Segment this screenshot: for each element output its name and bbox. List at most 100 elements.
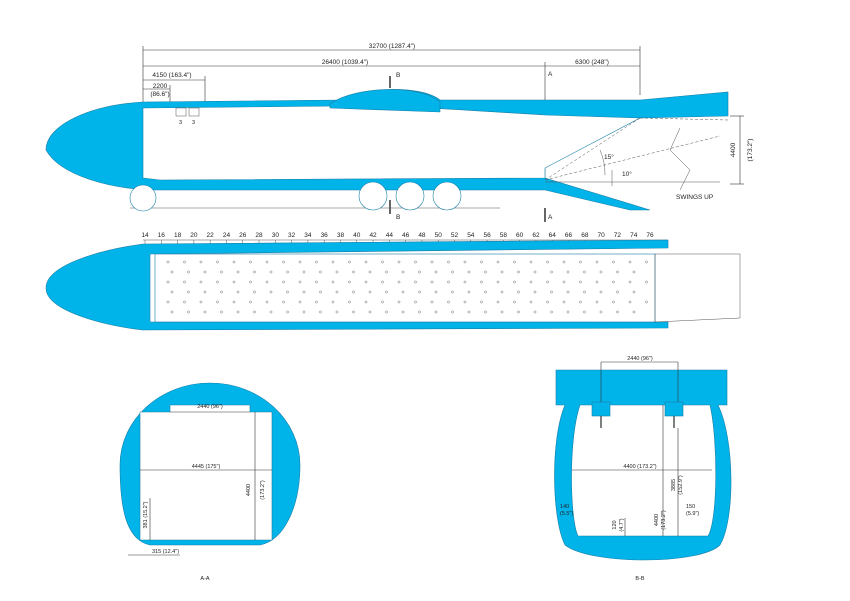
- tie-down-point: [203, 290, 207, 294]
- tie-down-point: [566, 290, 570, 294]
- frame-number: 52: [451, 232, 459, 239]
- tie-down-point: [463, 300, 467, 304]
- tie-down-point: [265, 280, 269, 284]
- tie-down-point: [232, 300, 236, 304]
- tie-down-point: [529, 300, 533, 304]
- aa-dim-4400: 4400: [246, 484, 252, 496]
- tie-down-point: [632, 290, 636, 294]
- tie-down-point: [253, 310, 256, 314]
- tie-down-point: [414, 300, 417, 304]
- angle-15: 15°: [604, 153, 614, 161]
- tie-down-point: [199, 260, 203, 264]
- frame-number: 72: [614, 232, 622, 239]
- tie-down-point: [595, 300, 599, 304]
- tie-down-point: [401, 310, 405, 314]
- tie-down-point: [269, 290, 273, 294]
- tie-down-point: [480, 300, 483, 304]
- dim-2200: 2200: [153, 83, 168, 90]
- tie-down-point: [599, 270, 603, 274]
- tie-down-point: [418, 290, 421, 294]
- tie-down-point: [434, 310, 438, 314]
- tie-down-point: [616, 310, 619, 314]
- tie-down-point: [348, 280, 351, 284]
- tie-down-point: [199, 300, 203, 304]
- tie-down-point: [430, 260, 434, 264]
- bb-dim-4400v: 4400: [654, 514, 660, 526]
- tie-down-point: [166, 280, 170, 284]
- tie-down-point: [434, 270, 438, 274]
- tie-down-point: [364, 260, 368, 264]
- tie-down-point: [612, 280, 615, 284]
- tie-down-point: [331, 260, 335, 264]
- tie-down-point: [298, 280, 302, 284]
- frame-number: 38: [337, 232, 345, 239]
- tie-down-point: [170, 310, 174, 314]
- tie-down-point: [484, 290, 487, 294]
- tie-down-point: [249, 260, 252, 264]
- tie-down-point: [632, 310, 636, 314]
- tie-down-point: [579, 280, 582, 284]
- tie-down-point: [368, 290, 372, 294]
- tie-down-point: [529, 260, 533, 264]
- bb-dim-3885-in: (152.9"): [678, 475, 684, 495]
- tie-down-point: [220, 310, 223, 314]
- crane-left: [591, 401, 611, 417]
- tie-down-point: [166, 260, 170, 264]
- section-marker-b-top: B: [396, 72, 400, 79]
- frame-number: 48: [418, 232, 426, 239]
- tie-down-point: [533, 270, 537, 274]
- angle-10: 10°: [622, 170, 632, 178]
- tie-down-point: [451, 310, 454, 314]
- tie-down-point: [381, 300, 384, 304]
- tie-down-point: [319, 270, 322, 274]
- main-wheel-2: [395, 181, 425, 211]
- tie-down-point: [533, 310, 537, 314]
- tie-down-point: [368, 310, 372, 314]
- frame-number: 58: [500, 232, 508, 239]
- dim-overall-length: 32700 (1287.4"): [369, 43, 415, 50]
- tie-down-point: [331, 300, 335, 304]
- tie-down-point: [381, 280, 384, 284]
- tie-down-point: [286, 290, 289, 294]
- tie-down-point: [397, 280, 401, 284]
- tie-down-point: [385, 310, 388, 314]
- tie-down-point: [302, 270, 306, 274]
- tie-down-point: [517, 310, 520, 314]
- tie-down-point: [616, 270, 619, 274]
- nose-wheel: [129, 184, 157, 212]
- section-marker-b-bottom: B: [396, 214, 400, 221]
- tie-down-point: [232, 260, 236, 264]
- tie-down-point: [203, 310, 207, 314]
- tie-down-point: [513, 260, 516, 264]
- tie-down-point: [170, 290, 174, 294]
- tie-down-point: [447, 280, 450, 284]
- main-wheel-1: [358, 181, 388, 211]
- frame-number: 16: [158, 232, 166, 239]
- tie-down-point: [282, 300, 285, 304]
- tie-down-point: [484, 270, 487, 274]
- tie-down-point: [302, 290, 306, 294]
- tie-down-point: [352, 270, 355, 274]
- tie-down-point: [286, 310, 289, 314]
- frame-number: 34: [304, 232, 312, 239]
- tie-down-point: [183, 280, 186, 284]
- tie-down-point: [500, 270, 504, 274]
- bb-dim-120-in: (4.7"): [619, 518, 625, 531]
- tie-down-point: [533, 290, 537, 294]
- tie-down-point: [566, 270, 570, 274]
- dim-4150: 4150 (163.4"): [152, 72, 191, 79]
- tie-down-point: [418, 310, 421, 314]
- door-3b: 3: [192, 120, 195, 126]
- dim-height-4400: 4400: [730, 142, 737, 157]
- tie-down-point: [220, 270, 223, 274]
- bb-dim-4400v-in: (173.2"): [661, 510, 667, 530]
- tie-down-point: [166, 300, 170, 304]
- tie-down-point: [513, 300, 516, 304]
- label-swings-up: SWINGS UP: [676, 194, 713, 201]
- tie-down-point: [236, 310, 240, 314]
- tie-down-point: [583, 310, 586, 314]
- tie-down-point: [513, 280, 516, 284]
- frame-number: 64: [549, 232, 557, 239]
- tie-down-point: [451, 270, 454, 274]
